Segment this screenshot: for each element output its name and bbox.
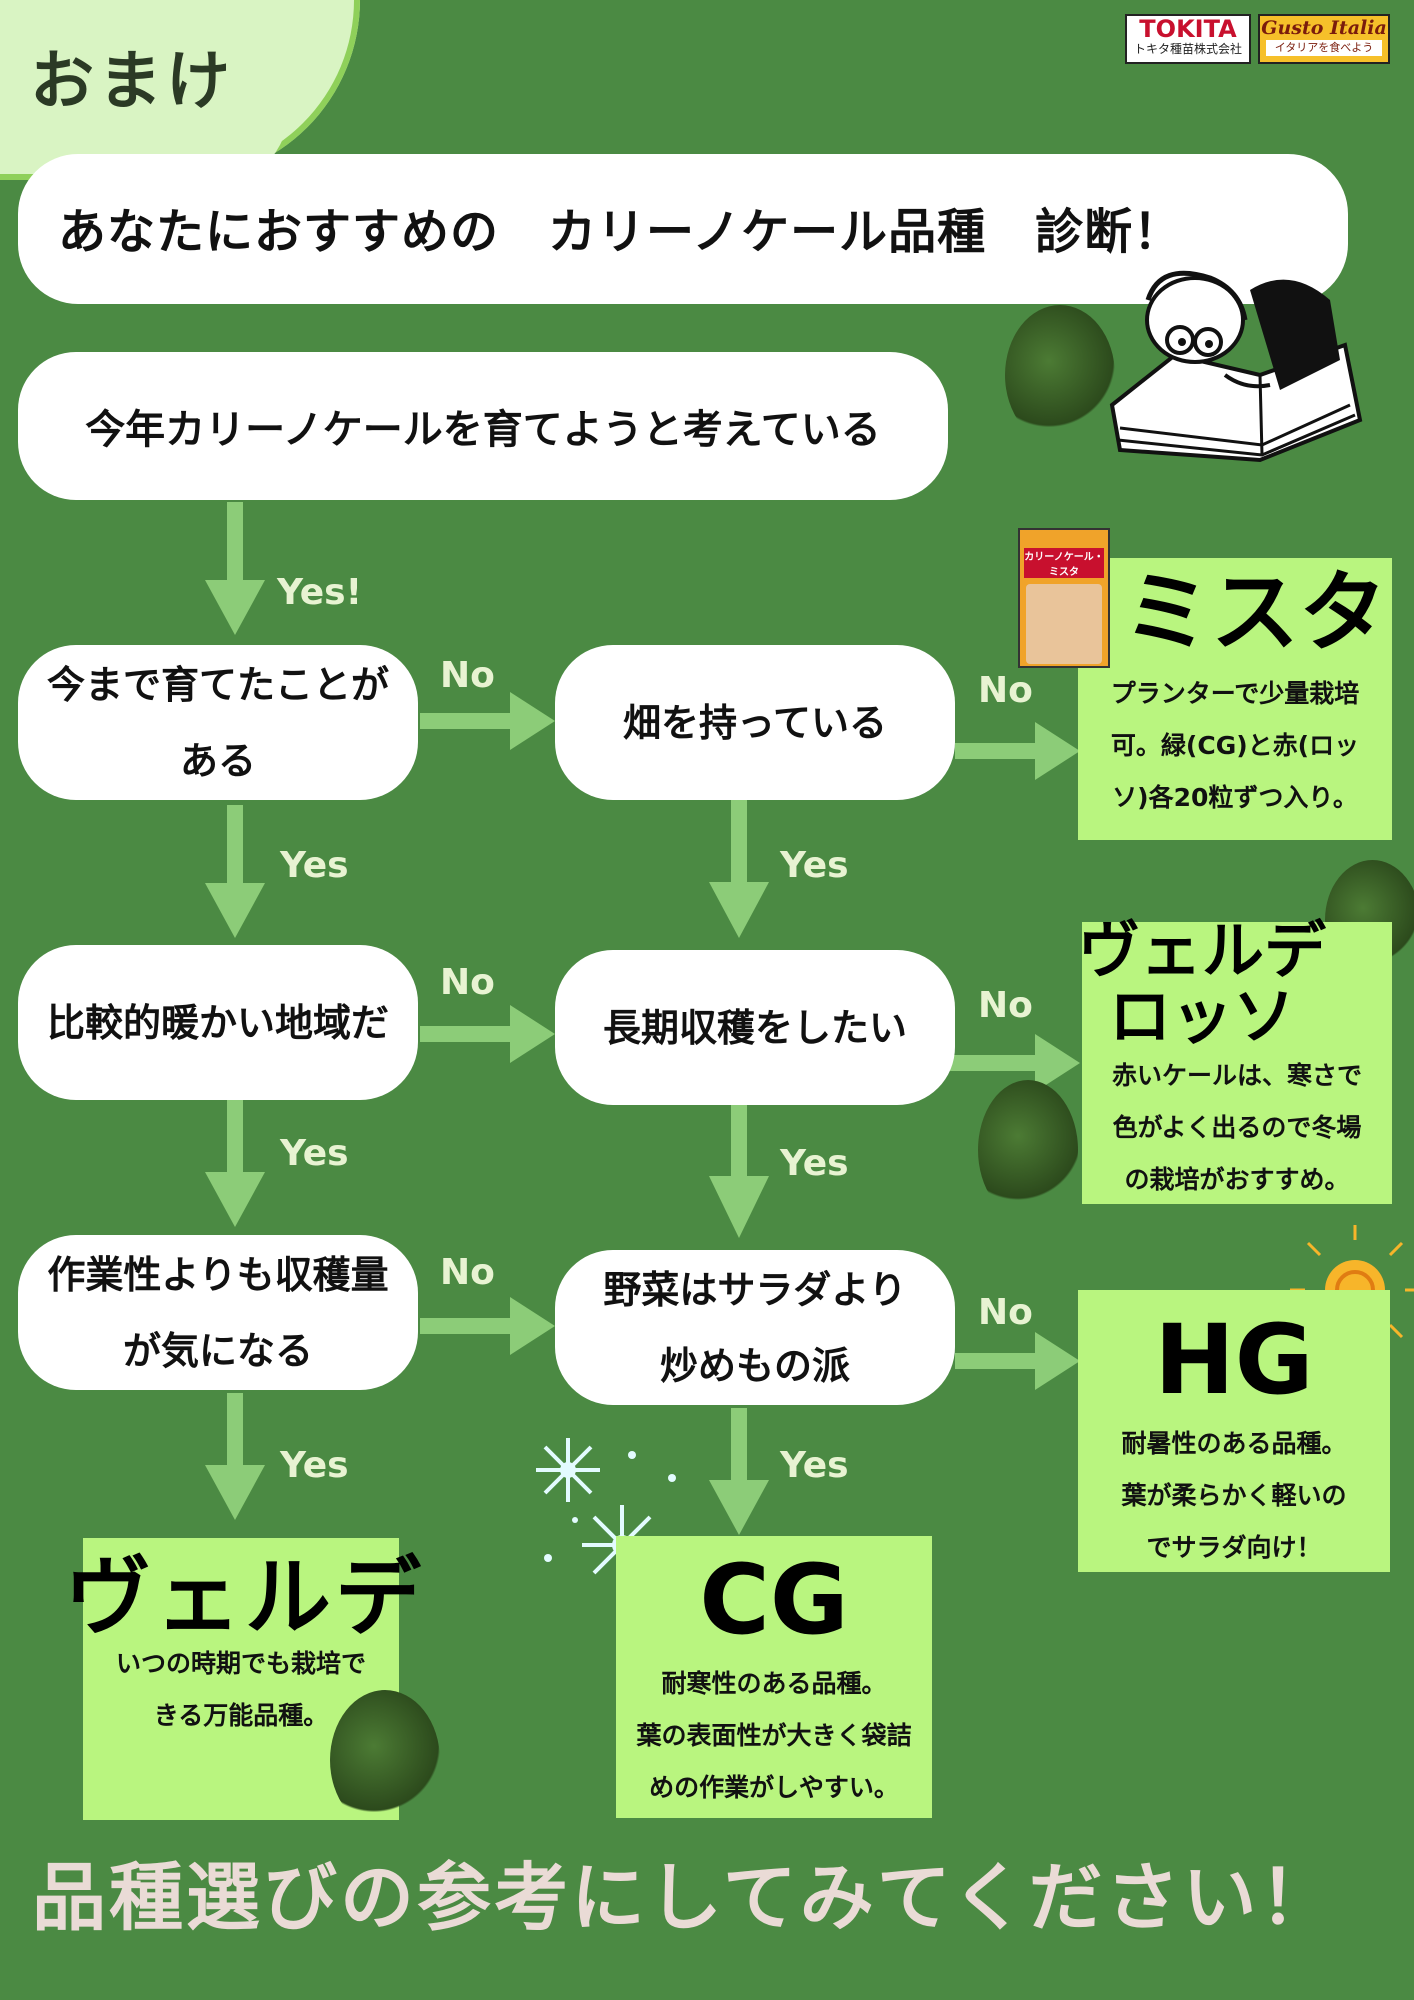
label-yes: Yes [280, 845, 349, 886]
arrow-longterm-no [950, 1034, 1080, 1092]
arrow-cook-no [955, 1332, 1080, 1390]
package-photo [1026, 584, 1102, 664]
label-yes: Yes [280, 1133, 349, 1174]
arrow-cook-to-cg [709, 1408, 769, 1535]
label-yes: Yes [780, 1143, 849, 1184]
kale-image [330, 1690, 440, 1830]
result-verde-rosso: 赤いケールは、寒さで 色がよく出るので冬場 の栽培がおすすめ。 [1082, 922, 1392, 1204]
question-cooking-style: 野菜はサラダより炒めもの派 [555, 1250, 955, 1405]
arrow-yield-no [420, 1297, 555, 1355]
gusto-italia-logo: Gusto Italia イタリアを食べよう [1258, 14, 1390, 64]
label-no: No [440, 1252, 495, 1293]
footer-message: 品種選びの参考にしてみてください！ [32, 1855, 1337, 1941]
question-yield-priority: 作業性よりも収穫量が気になる [18, 1235, 418, 1390]
question-have-field: 畑を持っている [555, 645, 955, 800]
label-no: No [440, 655, 495, 696]
result-verde-name: ヴェルデ [65, 1548, 425, 1648]
question-grown-before: 今まで育てたことがある [18, 645, 418, 800]
label-yes: Yes [780, 1445, 849, 1486]
corner-label: おまけ [30, 45, 234, 119]
result-hg: HG 耐暑性のある品種。 葉が柔らかく軽いの でサラダ向け！ [1078, 1290, 1390, 1572]
question-long-harvest: 長期収穫をしたい [555, 950, 955, 1105]
label-yes: Yes! [277, 572, 363, 613]
reader-illustration [1109, 270, 1363, 463]
label-no: No [978, 1292, 1033, 1333]
arrow-grown-to-warm [205, 805, 265, 938]
arrow-start-to-grown [205, 502, 265, 635]
result-mista: ミスタ プランターで少量栽培 可。緑(CG)と赤(ロッ ソ)各20粒ずつ入り。 [1078, 558, 1392, 840]
arrow-grown-no [420, 692, 555, 750]
arrow-field-to-longterm [709, 800, 769, 938]
label-yes: Yes [280, 1445, 349, 1486]
title-banner [18, 154, 1348, 304]
kale-image [1005, 305, 1115, 445]
kale-image [978, 1080, 1078, 1220]
label-no: No [440, 962, 495, 1003]
result-verde-rosso-name: ヴェルデ ロッソ [1077, 914, 1326, 1053]
question-warm-region: 比較的暖かい地域だ [18, 945, 418, 1100]
mista-seed-package: カリーノケール・ミスタ [1018, 528, 1110, 668]
arrow-longterm-to-cook [709, 1103, 769, 1238]
result-cg: CG 耐寒性のある品種。 葉の表面性が大きく袋詰 めの作業がしやすい。 [616, 1536, 932, 1818]
arrow-warm-to-yield [205, 1097, 265, 1227]
arrow-warm-no [420, 1005, 555, 1063]
arrow-group [205, 502, 1080, 1535]
label-no: No [978, 670, 1033, 711]
label-yes: Yes [780, 845, 849, 886]
arrow-yield-to-verde [205, 1393, 265, 1520]
arrow-field-no [955, 722, 1080, 780]
question-start: 今年カリーノケールを育てようと考えている [18, 352, 948, 500]
page-title: あなたにおすすめの カリーノケール品種 診断！ [58, 204, 1183, 260]
label-no: No [978, 985, 1033, 1026]
tokita-logo: TOKITA トキタ種苗株式会社 [1125, 14, 1251, 64]
